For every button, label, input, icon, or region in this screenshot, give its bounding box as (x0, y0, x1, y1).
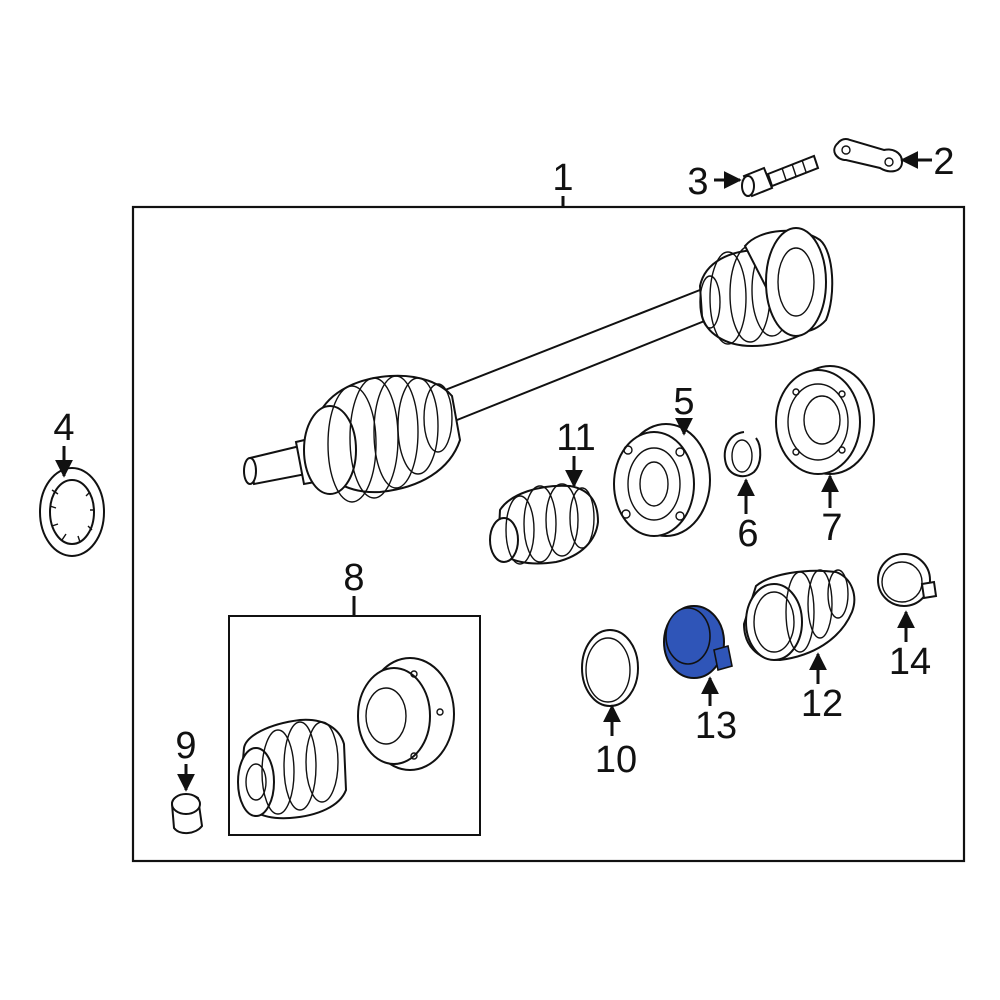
callout-7[interactable]: 7 (821, 507, 842, 549)
ring-seal[interactable] (581, 629, 639, 707)
callout-leaders (55, 151, 932, 792)
snap-ring-large[interactable] (39, 467, 105, 557)
callout-labels: 1 2 3 4 5 6 7 8 9 10 11 12 13 14 (53, 141, 954, 781)
callout-9[interactable]: 9 (175, 725, 196, 767)
callout-1[interactable]: 1 (552, 157, 573, 199)
callout-2[interactable]: 2 (933, 141, 954, 183)
outer-boot[interactable] (742, 569, 856, 662)
assembly-frame (131, 205, 966, 863)
bracket-plate[interactable] (833, 138, 904, 173)
small-clamp[interactable] (877, 553, 938, 607)
end-cap[interactable] (170, 793, 204, 834)
callout-3[interactable]: 3 (687, 161, 708, 203)
boot-kit[interactable] (237, 657, 455, 820)
callout-8[interactable]: 8 (343, 557, 364, 599)
callout-6[interactable]: 6 (737, 513, 758, 555)
callout-4[interactable]: 4 (53, 407, 74, 449)
callout-10[interactable]: 10 (595, 739, 637, 781)
callout-12[interactable]: 12 (801, 683, 843, 725)
callout-5[interactable]: 5 (673, 381, 694, 423)
flange[interactable] (613, 423, 711, 537)
callout-14[interactable]: 14 (889, 641, 931, 683)
axle-shaft[interactable] (243, 227, 834, 503)
cv-joint[interactable] (775, 365, 875, 475)
circlip[interactable] (723, 431, 762, 478)
bolt[interactable] (741, 154, 820, 198)
callout-11[interactable]: 11 (556, 417, 595, 459)
callout-13[interactable]: 13 (695, 705, 737, 747)
inner-boot[interactable] (489, 483, 600, 565)
boot-clamp-highlighted[interactable] (663, 605, 733, 679)
